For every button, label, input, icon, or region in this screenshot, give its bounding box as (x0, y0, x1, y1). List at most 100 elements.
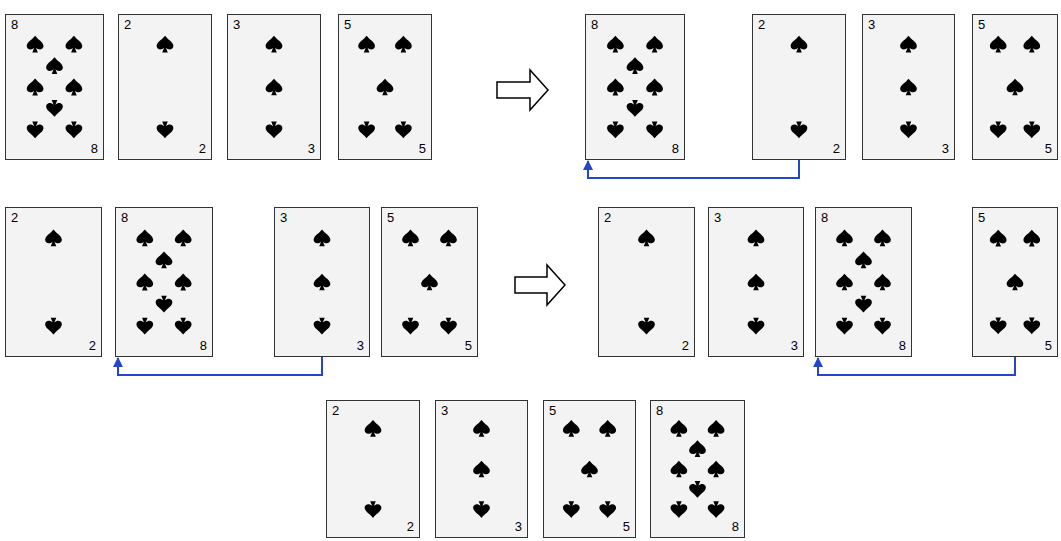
spade-pip (27, 36, 44, 53)
spade-pip (1023, 121, 1040, 138)
spade-pip (365, 501, 382, 518)
spade-pip (136, 274, 153, 291)
playing-card: 33 (435, 400, 528, 538)
spade-pip (377, 79, 394, 96)
card-rank: 8 (11, 18, 18, 32)
spade-pip (689, 440, 706, 457)
card-rank: 3 (233, 18, 240, 32)
spade-pip (990, 121, 1007, 138)
spade-pip (638, 230, 655, 247)
card-rank: 5 (465, 339, 472, 353)
spade-pip (563, 501, 580, 518)
spade-pip (855, 252, 872, 269)
card-rank: 3 (791, 339, 798, 353)
spade-pip (627, 100, 644, 117)
move-arrow (818, 357, 1015, 375)
card-rank: 8 (91, 142, 98, 156)
spade-pip (156, 252, 173, 269)
card-rank: 8 (656, 404, 663, 418)
spade-pips (973, 208, 1057, 356)
spade-pip (646, 122, 663, 139)
card-rank: 3 (357, 339, 364, 353)
spade-pip (607, 36, 624, 53)
spade-pip (748, 318, 765, 335)
spade-pip (266, 36, 283, 53)
spade-pip (900, 121, 917, 138)
spade-pip (314, 230, 331, 247)
spade-pip (990, 36, 1007, 53)
move-arrow (588, 160, 799, 178)
playing-card: 33 (227, 14, 321, 160)
spade-pips (599, 208, 694, 356)
spade-pip (563, 420, 580, 437)
card-rank: 2 (758, 18, 765, 32)
card-rank: 5 (978, 18, 985, 32)
card-rank: 2 (332, 404, 339, 418)
playing-card: 55 (338, 14, 432, 160)
playing-card: 22 (752, 14, 846, 160)
spade-pip (156, 296, 173, 313)
playing-card: 33 (708, 207, 804, 357)
spade-pip (874, 230, 891, 247)
spade-pips (339, 15, 431, 159)
spade-pip (708, 461, 725, 478)
spade-pip (836, 318, 853, 335)
spade-pip (689, 481, 706, 498)
spade-pip (748, 274, 765, 291)
spade-pips (544, 401, 635, 537)
spade-pips (753, 15, 845, 159)
spade-pip (607, 122, 624, 139)
spade-pip (402, 230, 419, 247)
spade-pip (395, 122, 412, 139)
playing-card: 55 (972, 14, 1058, 160)
spade-pip (671, 501, 688, 518)
spade-pip (45, 318, 62, 335)
spade-pip (646, 79, 663, 96)
playing-card: 55 (972, 207, 1058, 357)
spade-pips (709, 208, 803, 356)
playing-card: 55 (543, 400, 636, 538)
spade-pip (358, 122, 375, 139)
spade-pips (119, 15, 211, 159)
playing-card: 88 (115, 207, 213, 357)
spade-pip (421, 274, 438, 291)
spade-pip (27, 122, 44, 139)
spade-pip (473, 420, 490, 437)
spade-pip (175, 318, 192, 335)
spade-pip (1023, 36, 1040, 53)
playing-card: 88 (5, 14, 104, 160)
spade-pip (175, 274, 192, 291)
spade-pip (266, 122, 283, 139)
card-rank: 2 (89, 339, 96, 353)
card-rank: 5 (623, 520, 630, 534)
card-rank: 2 (833, 142, 840, 156)
spade-pip (581, 461, 598, 478)
card-rank: 8 (591, 18, 598, 32)
spade-pip (1007, 274, 1024, 291)
spade-pip (1023, 318, 1040, 335)
spade-pip (748, 230, 765, 247)
spade-pip (66, 36, 83, 53)
playing-card: 55 (381, 207, 478, 357)
card-rank: 3 (441, 404, 448, 418)
spade-pip (874, 318, 891, 335)
card-rank: 5 (387, 211, 394, 225)
spade-pip (900, 36, 917, 53)
spade-pips (436, 401, 527, 537)
card-rank: 5 (549, 404, 556, 418)
step-arrow (497, 70, 548, 110)
playing-card: 22 (5, 207, 102, 357)
spade-pip (440, 230, 457, 247)
spade-pip (791, 36, 808, 53)
card-rank: 3 (714, 211, 721, 225)
card-rank: 3 (942, 142, 949, 156)
spade-pip (607, 79, 624, 96)
playing-card: 33 (862, 14, 955, 160)
spade-pips (327, 401, 419, 537)
spade-pip (27, 79, 44, 96)
move-arrow (118, 357, 322, 375)
spade-pip (638, 318, 655, 335)
card-rank: 3 (308, 142, 315, 156)
spade-pips (382, 208, 477, 356)
